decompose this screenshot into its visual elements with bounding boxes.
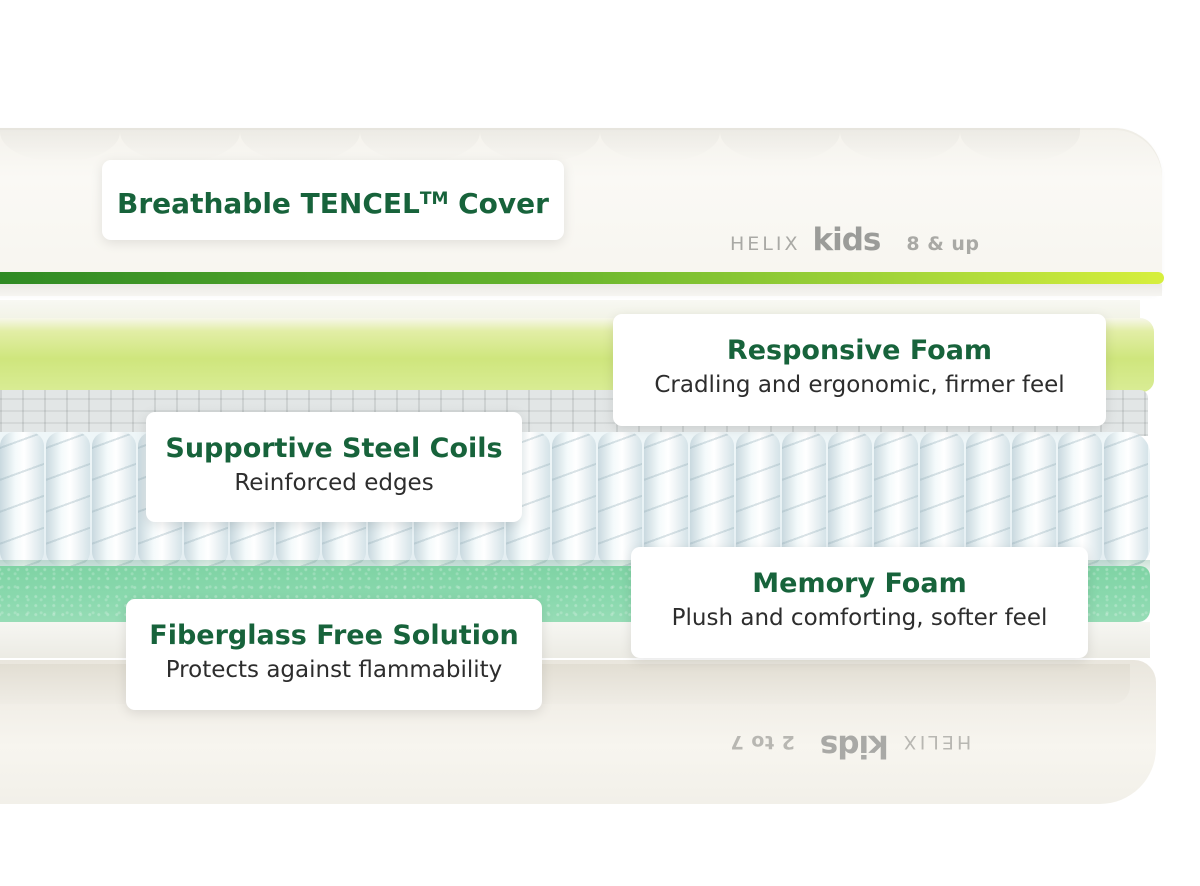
cover-green-stripe (0, 272, 1164, 284)
callout-subtitle: Cradling and ergonomic, firmer feel (654, 372, 1065, 398)
brand-name: HELIX (730, 233, 801, 255)
callout-title: Responsive Foam (726, 335, 993, 366)
callout-title-text: Breathable TENCEL (117, 187, 420, 220)
quilt-seam (360, 128, 480, 162)
callout-responsive-foam: Responsive Foam Cradling and ergonomic, … (613, 314, 1106, 426)
coil-spring (1058, 432, 1102, 566)
brand-name: HELIX (900, 731, 972, 753)
brand-age: 8 & up (906, 233, 980, 255)
callout-subtitle: Reinforced edges (234, 470, 434, 496)
coil-spring (1104, 432, 1148, 566)
helix-kids-logo-bottom: HELIX kids 2 to 7 (730, 728, 971, 764)
coil-spring (598, 432, 642, 566)
callout-subtitle: Plush and comforting, softer feel (671, 605, 1048, 631)
coil-spring (874, 432, 918, 566)
coil-spring (644, 432, 688, 566)
coil-spring (552, 432, 596, 566)
coil-spring (1012, 432, 1056, 566)
quilt-seam (480, 128, 600, 162)
cover-lip (0, 284, 1162, 296)
callout-title: Fiberglass Free Solution (149, 620, 519, 651)
coil-spring (92, 432, 136, 566)
callout-title: Breathable TENCELTM Cover (102, 182, 564, 221)
quilt-seam (600, 128, 720, 162)
top-cover-layer (0, 128, 1162, 294)
coil-spring (0, 432, 44, 566)
quilt-seam (840, 128, 960, 162)
callout-subtitle: Protects against flammability (165, 657, 503, 683)
coil-spring (828, 432, 872, 566)
coil-spring (920, 432, 964, 566)
coil-spring (782, 432, 826, 566)
callout-title-suffix: Cover (448, 187, 549, 220)
helix-kids-logo-top: HELIX kids 8 & up (730, 222, 980, 258)
callout-memory-foam: Memory Foam Plush and comforting, softer… (631, 547, 1088, 658)
coil-spring (46, 432, 90, 566)
callout-cover: Breathable TENCELTM Cover (102, 160, 564, 240)
brand-sub: kids (820, 728, 889, 764)
quilt-seam (720, 128, 840, 162)
callout-title: Memory Foam (752, 568, 967, 599)
callout-title: Supportive Steel Coils (165, 433, 503, 464)
brand-sub: kids (812, 222, 882, 258)
coil-spring (736, 432, 780, 566)
quilt-seam (0, 128, 120, 162)
quilt-seam (120, 128, 240, 162)
coil-spring (690, 432, 734, 566)
quilt-seam (240, 128, 360, 162)
trademark-mark: TM (419, 189, 449, 209)
callout-fiberglass-free: Fiberglass Free Solution Protects agains… (126, 599, 542, 710)
brand-age: 2 to 7 (730, 731, 795, 753)
callout-steel-coils: Supportive Steel Coils Reinforced edges (146, 412, 522, 522)
coil-spring (966, 432, 1010, 566)
quilt-seam (960, 128, 1080, 162)
